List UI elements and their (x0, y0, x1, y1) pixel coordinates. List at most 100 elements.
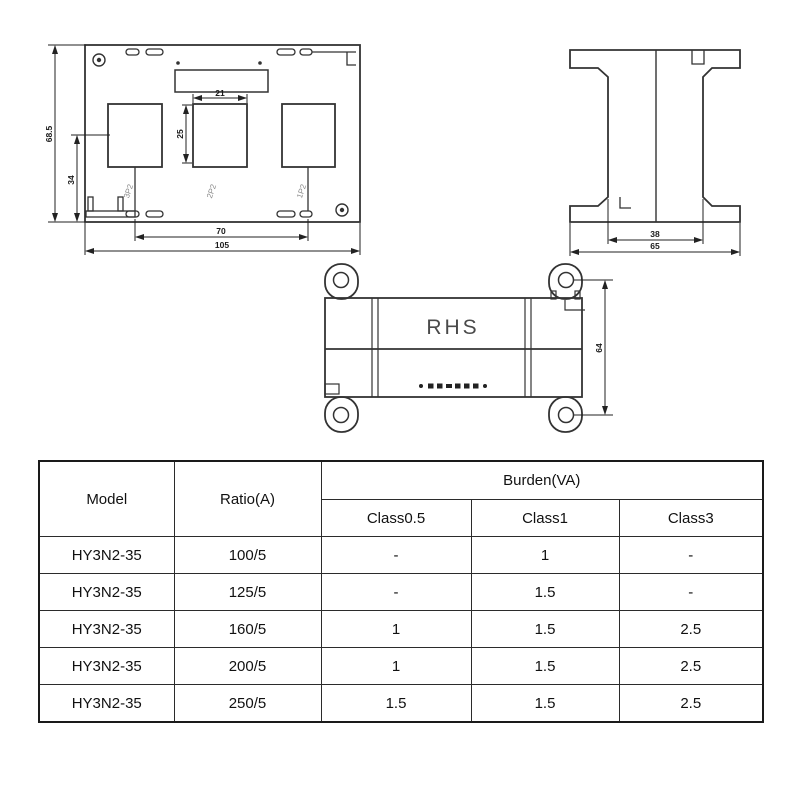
mount-step-top-right (564, 300, 585, 311)
dim-label-side-width-overall: 65 (650, 241, 660, 251)
bottom-slots (125, 210, 313, 218)
dim-label-core-width: 38 (650, 229, 660, 239)
mount-body-outline (324, 297, 583, 398)
slot (276, 48, 296, 56)
rivet-dot (258, 61, 262, 65)
marking-glyph (437, 383, 443, 389)
window-3p2 (107, 103, 163, 168)
marking-glyph (455, 383, 461, 389)
spec-table: Model Ratio(A) Burden(VA) Class0.5 Class… (38, 460, 765, 723)
col-header-class1: Class1 (470, 499, 620, 537)
side-notch-top-right (691, 50, 705, 65)
cell-class3: 2.5 (618, 610, 764, 648)
window-2p2 (192, 103, 248, 168)
cell-class05: - (320, 536, 472, 574)
screw-hole-top-left (92, 53, 106, 67)
cell-class05: 1 (320, 610, 472, 648)
cell-class1: 1.5 (470, 647, 620, 685)
cell-class05: 1.5 (320, 684, 472, 723)
mount-view-dimensions (574, 279, 613, 416)
cell-ratio: 250/5 (173, 684, 322, 723)
table-header-row-1: Model Ratio(A) Burden(VA) (38, 460, 764, 537)
cell-class05: 1 (320, 647, 472, 685)
ear-top-left (324, 263, 359, 300)
marking-glyph (428, 383, 434, 389)
col-header-model: Model (38, 460, 175, 537)
side-view-dimension-labels: 38 65 (650, 229, 660, 251)
mount-notch-bottom-left (324, 383, 340, 395)
top-slots (125, 48, 313, 56)
table-row: HY3N2-35 125/5 - 1.5 - (38, 573, 764, 611)
marking-glyph (446, 384, 452, 388)
window-1p2 (281, 103, 336, 168)
marking-glyph (419, 384, 423, 388)
cell-class3: - (618, 573, 764, 611)
technical-drawing: 3P2 2P2 1P2 (44, 44, 741, 433)
slot (299, 210, 313, 218)
dim-label-window-width: 21 (215, 88, 225, 98)
cell-ratio: 100/5 (173, 536, 322, 574)
cell-class3: 2.5 (618, 684, 764, 723)
cell-class3: - (618, 536, 764, 574)
bracket-bar (85, 210, 136, 218)
slot (299, 48, 313, 56)
table-row: HY3N2-35 100/5 - 1 - (38, 536, 764, 574)
marking-glyph (483, 384, 487, 388)
front-body-outline (84, 44, 361, 223)
front-view-outline (84, 44, 361, 223)
slot (145, 210, 164, 218)
cell-model: HY3N2-35 (38, 684, 175, 723)
ear-foot (574, 290, 581, 300)
front-view-dimension-labels: 68.5 34 21 25 70 105 (44, 88, 229, 250)
cell-class1: 1.5 (470, 573, 620, 611)
side-notch-bottom-left (619, 197, 631, 209)
screw-center-top-left (96, 57, 102, 63)
ear-foot (550, 290, 557, 300)
dim-label-height-overall: 68.5 (44, 125, 54, 142)
cell-class1: 1 (470, 536, 620, 574)
dim-label-mount-spacing: 64 (594, 343, 604, 353)
rivet-dot (176, 61, 180, 65)
cell-class05: - (320, 573, 472, 611)
col-header-class3: Class3 (618, 499, 764, 537)
cell-model: HY3N2-35 (38, 536, 175, 574)
cell-ratio: 200/5 (173, 647, 322, 685)
slot (125, 48, 140, 56)
slot (125, 210, 140, 218)
front-view-dimensions (48, 44, 361, 255)
table-row: HY3N2-35 200/5 1 1.5 2.5 (38, 647, 764, 685)
dim-label-width-overall: 105 (215, 240, 229, 250)
mount-hole-top-right (557, 271, 575, 289)
ear-feet (550, 290, 581, 300)
cell-class1: 1.5 (470, 684, 620, 723)
terminal-label-1p2: 1P2 (295, 183, 308, 200)
brand-marking: RHS (426, 316, 479, 339)
table-row: HY3N2-35 160/5 1 1.5 2.5 (38, 610, 764, 648)
marking-row (419, 383, 487, 389)
side-view-dimensions (569, 199, 741, 256)
cell-ratio: 160/5 (173, 610, 322, 648)
cell-model: HY3N2-35 (38, 647, 175, 685)
mount-hole-top-left (332, 271, 350, 289)
cell-class1: 1.5 (470, 610, 620, 648)
front-view-terminal-labels: 3P2 2P2 1P2 (122, 183, 308, 200)
side-view-outline (569, 49, 741, 223)
mount-hole-bottom-left (332, 406, 350, 424)
marking-glyph (464, 383, 470, 389)
cell-ratio: 125/5 (173, 573, 322, 611)
cell-class3: 2.5 (618, 647, 764, 685)
col-header-burden: Burden(VA) (320, 460, 764, 500)
terminal-label-2p2: 2P2 (205, 183, 218, 200)
mount-view-outline (324, 263, 585, 433)
col-header-class05: Class0.5 (320, 499, 472, 537)
bracket-prong (87, 196, 94, 212)
mount-hole-bottom-right (557, 406, 575, 424)
dim-label-height-mount: 34 (66, 175, 76, 185)
marking-glyph (473, 383, 479, 389)
screw-hole-bottom-right (335, 203, 349, 217)
col-header-ratio: Ratio(A) (173, 460, 322, 537)
slot (276, 210, 296, 218)
terminal-strip (174, 69, 269, 93)
bracket-prong (117, 196, 124, 212)
bracket-bottom-left (85, 196, 136, 218)
